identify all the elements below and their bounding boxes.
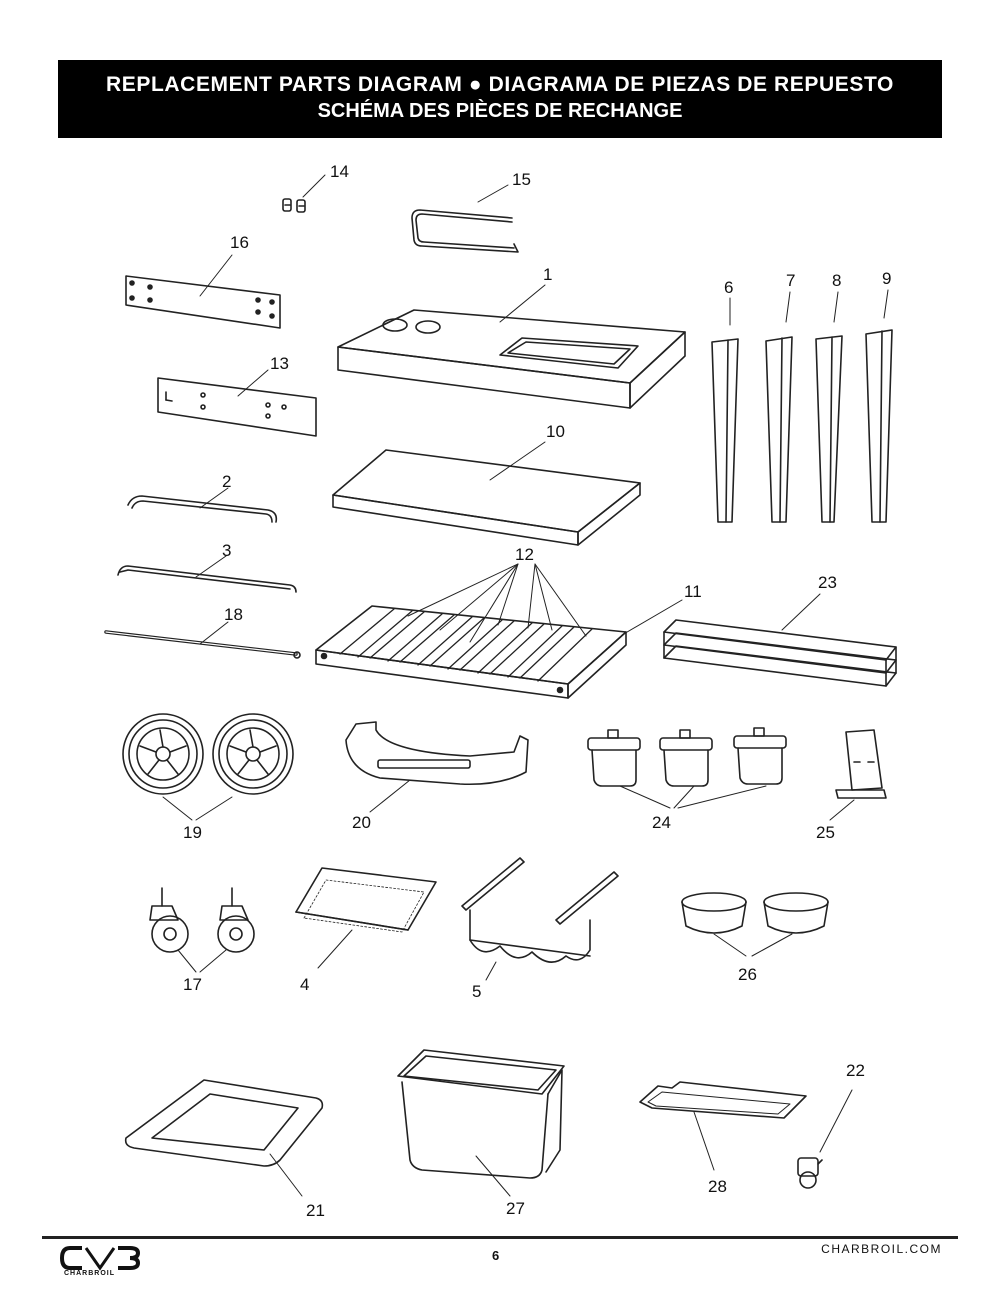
part-label-13: 13 [270,354,289,373]
header-title-line2: SCHÉMA DES PIÈCES DE RECHANGE [317,100,683,122]
footer-rule [42,1236,958,1239]
part-label-21: 21 [306,1201,325,1220]
charbroil-logo-icon [60,1246,141,1271]
part-label-17: 17 [183,975,202,994]
part-12-slats: 12 [407,545,587,643]
part-label-4: 4 [300,975,309,994]
part-label-28: 28 [708,1177,727,1196]
part-label-11: 11 [684,582,702,601]
part-17-casters: 17 [149,887,255,994]
part-8-leg: 8 [815,271,843,523]
part-label-18: 18 [224,605,243,624]
part-28-gasket: 28 [639,1081,807,1196]
part-9-leg: 9 [865,269,893,523]
part-label-22: 22 [846,1061,865,1080]
part-20-bracket: 20 [345,721,529,832]
part-5-wine-rack: 5 [461,857,619,1001]
part-27-tub: 27 [397,1049,565,1218]
part-label-8: 8 [832,271,841,290]
part-22-caster: 22 [797,1061,865,1189]
part-13-panel: 13 [157,354,317,437]
part-label-20: 20 [352,813,371,832]
part-6-leg: 6 [711,278,739,523]
part-label-12: 12 [515,545,534,564]
part-label-25: 25 [816,823,835,842]
part-1-countertop: 1 [337,265,686,409]
part-label-3: 3 [222,541,231,560]
part-label-19: 19 [183,823,202,842]
website-link[interactable]: CHARBROIL.COM [821,1242,942,1256]
part-label-2: 2 [222,472,231,491]
part-label-26: 26 [738,965,757,984]
part-label-24: 24 [652,813,671,832]
part-11-slat-frame: 11 [315,582,702,699]
part-14-clips: 14 [282,162,349,213]
part-24-bins: 24 [587,727,787,832]
part-18-rod: 18 [104,605,301,659]
part-label-5: 5 [472,982,481,1001]
part-label-6: 6 [724,278,733,297]
part-label-14: 14 [330,162,349,181]
part-3-bar: 3 [117,541,297,593]
part-21-tray: 21 [124,1079,325,1220]
part-19-wheels: 19 [122,713,294,842]
part-15-handle: 15 [411,170,531,253]
part-4-basket: 4 [295,867,437,994]
part-2-bar: 2 [127,472,278,523]
part-label-10: 10 [546,422,565,441]
part-10-shelf-panel: 10 [332,422,641,546]
part-25-plate: 25 [816,729,887,842]
brand-name: CHARBROIL [64,1270,115,1277]
part-26-cups: 26 [681,892,829,984]
part-16-panel: 16 [125,233,281,329]
part-label-23: 23 [818,573,837,592]
part-23-rack: 23 [663,573,897,687]
part-label-7: 7 [786,271,795,290]
page-number: 6 [492,1248,500,1263]
part-7-leg: 7 [765,271,795,523]
part-label-16: 16 [230,233,249,252]
part-label-9: 9 [882,269,891,288]
header-title-line1: REPLACEMENT PARTS DIAGRAM ● DIAGRAMA DE … [106,73,894,96]
header-banner: REPLACEMENT PARTS DIAGRAM ● DIAGRAMA DE … [58,60,942,138]
part-label-15: 15 [512,170,531,189]
part-label-27: 27 [506,1199,525,1218]
part-label-1: 1 [543,265,552,284]
